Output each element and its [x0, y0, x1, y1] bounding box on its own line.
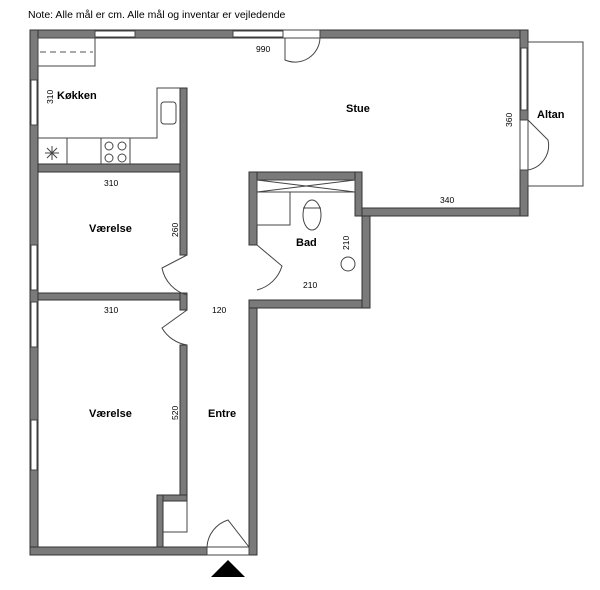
- dim-bedroom2-width: 310: [104, 305, 118, 315]
- windows: [30, 30, 528, 471]
- room-label-kitchen: Køkken: [57, 90, 97, 102]
- room-label-balcony: Altan: [537, 109, 565, 121]
- room-label-bedroom-1: Værelse: [89, 223, 132, 235]
- dim-entrance-width: 120: [212, 305, 226, 315]
- bath-fixtures: [256, 179, 356, 272]
- interior-walls: [37, 87, 363, 548]
- dim-total-width: 990: [256, 44, 270, 54]
- dim-bath-width: 210: [303, 280, 317, 290]
- dim-kitchen-width: 310: [104, 178, 118, 188]
- dim-bath-height: 210: [341, 236, 351, 250]
- dim-living-height: 360: [504, 113, 514, 127]
- room-label-bathroom: Bad: [296, 237, 317, 249]
- room-label-bedroom-2: Værelse: [89, 408, 132, 420]
- plan-note: Note: Alle mål er cm. Alle mål og invent…: [28, 9, 286, 21]
- balcony-outline: [527, 41, 584, 187]
- doors: [161, 29, 550, 556]
- dim-bedroom1-height: 260: [170, 223, 180, 237]
- dim-bedroom2-height: 520: [170, 406, 180, 420]
- dim-kitchen-height: 310: [45, 90, 55, 104]
- entrance-arrow-icon: [211, 560, 245, 577]
- room-label-living: Stue: [346, 103, 370, 115]
- room-label-entrance: Entre: [208, 408, 236, 420]
- dim-living-bottom: 340: [440, 195, 454, 205]
- entrance-closet: [163, 501, 188, 533]
- kitchen-fixtures: [37, 37, 180, 164]
- kitchen-fan-icon: [45, 146, 59, 160]
